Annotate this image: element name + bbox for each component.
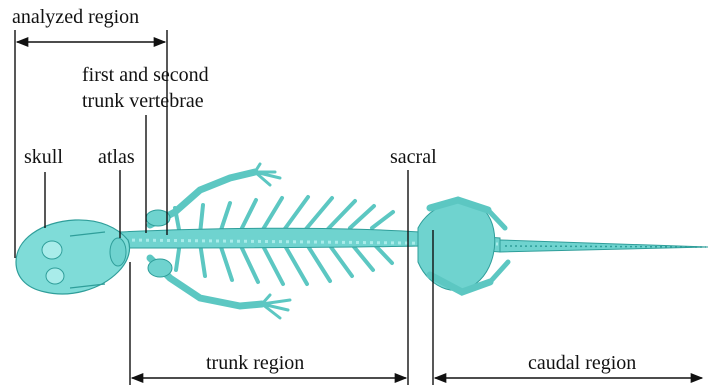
sacral-label: sacral — [390, 146, 437, 168]
atlas-label: atlas — [98, 146, 135, 168]
skull — [16, 220, 130, 294]
skull-label: skull — [24, 146, 63, 168]
first-second-label-line1: first and second — [82, 64, 209, 86]
first-second-label-line2: trunk vertebrae — [82, 90, 204, 112]
caudal-region-label: caudal region — [528, 352, 636, 374]
trunk-region-label: trunk region — [206, 352, 304, 374]
hind-limbs — [418, 200, 508, 292]
tail — [500, 240, 708, 252]
analyzed-region-label: analyzed region — [12, 6, 139, 28]
